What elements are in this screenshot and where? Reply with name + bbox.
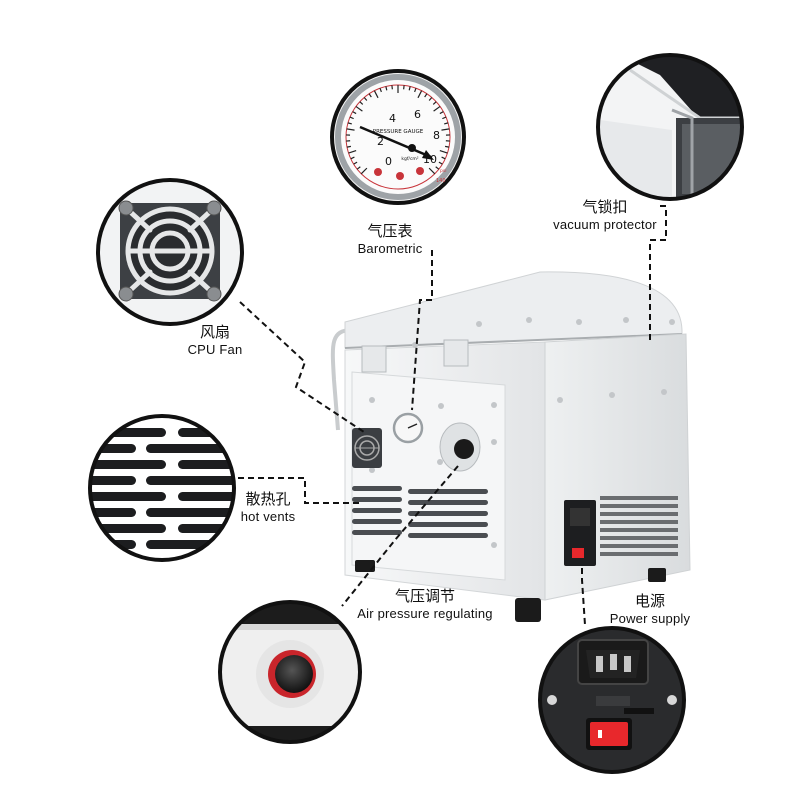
vacuum-protector-label-en: vacuum protector	[553, 216, 657, 232]
gauge-tick-mark	[432, 101, 437, 105]
vacuum-protector-label: 气锁扣 vacuum protector	[535, 198, 675, 233]
gauge-tick-mark	[349, 116, 354, 120]
fan-callout-line	[239, 301, 365, 433]
gauge-tick-mark	[346, 128, 355, 131]
hot-vents-label-en: hot vents	[240, 508, 296, 524]
gauge-tick-mark	[385, 86, 388, 91]
gauge-tick-mark	[408, 86, 411, 91]
vacuum-protector-detail	[596, 53, 744, 201]
gauge-tick-mark	[444, 122, 449, 125]
cpu-fan-label-en: CPU Fan	[187, 341, 243, 357]
vacuum-protector-label-zh: 气锁扣	[582, 198, 628, 216]
vent-slots-icon	[88, 414, 236, 562]
gauge-tick-mark	[414, 88, 417, 93]
gauge-tick-mark	[350, 156, 355, 160]
gauge-tick-mark	[441, 156, 446, 160]
power-supply-label-zh: 电源	[634, 592, 665, 610]
air-pressure-label: 气压调节 Air pressure regulating	[340, 587, 510, 622]
vacuum-callout-line	[649, 205, 667, 340]
gauge-tick-mark	[363, 97, 368, 101]
air-pressure-label-en: Air pressure regulating	[357, 605, 493, 621]
fan-grille-icon	[96, 178, 244, 326]
vents-callout-line	[238, 477, 362, 504]
gauge-tick-4: 4	[389, 112, 396, 125]
air-pressure-label-zh: 气压调节	[394, 587, 455, 605]
gauge-tick-10: 10	[423, 153, 437, 166]
gauge-tick-mark	[356, 166, 361, 170]
gauge-tick-mark	[428, 167, 436, 175]
hot-vents-label: 散热孔 hot vents	[228, 490, 308, 525]
gauge-tick-mark	[438, 161, 443, 165]
barometer-callout-line	[411, 250, 433, 411]
barometer-label-zh: 气压表	[367, 222, 413, 240]
gauge-tick-mark	[347, 122, 352, 125]
gauge-outer-unit: psi	[440, 168, 446, 174]
gauge-tick-mark	[353, 161, 358, 165]
gauge-tick-6: 6	[414, 108, 421, 121]
gauge-tick-mark	[355, 105, 363, 112]
gauge-tick-mark	[439, 150, 448, 154]
power-supply-label: 电源 Power supply	[600, 592, 700, 627]
gauge-tick-mark	[348, 150, 357, 154]
gauge-tick-mark	[417, 90, 423, 99]
gauge-tick-mark	[439, 111, 444, 115]
power-supply-label-en: Power supply	[609, 610, 691, 626]
barometer-label-en: Barometric	[357, 240, 423, 256]
gauge-tick-mark	[352, 111, 357, 115]
barometer-label: 气压表 Barometric	[340, 222, 440, 257]
pressure-knob-icon	[218, 600, 362, 744]
gauge-tick-2: 2	[377, 135, 384, 148]
power-socket-icon	[538, 626, 686, 774]
gauge-tick-mark	[360, 167, 368, 175]
barometer-detail: 4 6 2 8 0 10 PRESSURE GAUGE kgf/cm² psi …	[330, 69, 466, 205]
gauge-outer-max: 140	[436, 178, 446, 184]
cpu-fan-label: 风扇 CPU Fan	[175, 323, 255, 358]
gauge-tick-0: 0	[385, 155, 392, 168]
gauge-unit: kgf/cm²	[401, 156, 418, 162]
gauge-tick-mark	[444, 145, 450, 148]
hot-vents-label-zh: 散热孔	[245, 490, 291, 508]
callout-lines	[238, 205, 667, 626]
gauge-tick-mark	[359, 101, 364, 105]
gauge-tick-8: 8	[433, 129, 440, 142]
power-callout-line	[581, 568, 586, 626]
gauge-tick-mark	[433, 105, 441, 112]
cpu-fan-label-zh: 风扇	[199, 323, 230, 341]
machine-body	[330, 271, 691, 622]
gauge-tick-mark	[373, 90, 379, 99]
gauge-tick-mark	[368, 93, 372, 98]
gauge-tick-mark	[441, 128, 450, 131]
gauge-tick-mark	[442, 116, 447, 120]
gauge-tick-mark	[379, 88, 382, 93]
gauge-tick-mark	[435, 166, 440, 170]
air-pressure-callout-line	[341, 465, 459, 607]
gauge-tick-mark	[346, 145, 352, 148]
gauge-title: PRESSURE GAUGE	[373, 129, 424, 135]
gauge-tick-mark	[424, 93, 428, 98]
gauge-tick-mark	[428, 97, 433, 101]
